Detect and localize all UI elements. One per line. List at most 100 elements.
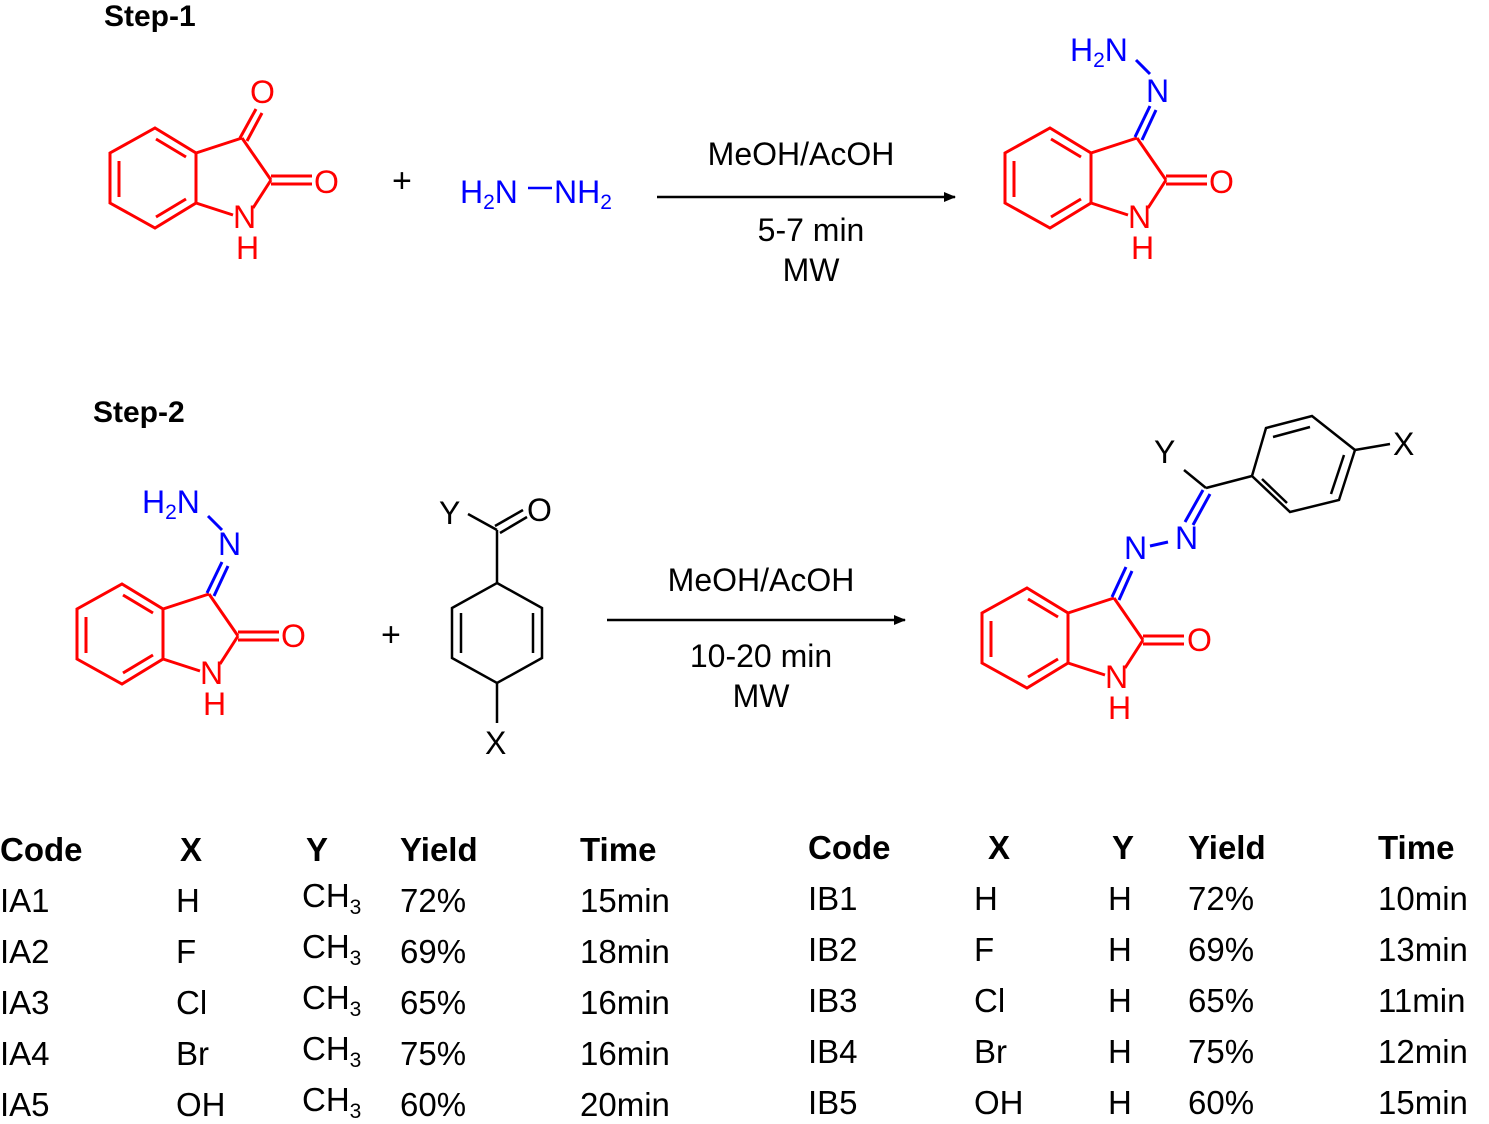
cell-y: CH3 (302, 877, 362, 919)
step2-time: 10-20 min (689, 638, 833, 674)
azine-product-aryl-bonds (1183, 414, 1391, 514)
atom-o-amide-1: O (314, 164, 339, 200)
cell-time: 12min (1378, 1033, 1468, 1070)
aryl-x: X (485, 725, 507, 761)
header-x: X (180, 831, 203, 868)
azine-product-isatin-bonds (980, 586, 1184, 690)
cell-time: 15min (580, 882, 670, 919)
product1-o: O (1209, 164, 1234, 200)
cell-yield: 65% (1188, 982, 1255, 1019)
cell-code: IB5 (808, 1084, 858, 1121)
header-yield: Yield (400, 831, 478, 868)
cell-y: H (1108, 1084, 1132, 1121)
header-x: X (988, 829, 1011, 866)
cell-x: Cl (974, 982, 1006, 1019)
header-y: Y (1112, 829, 1135, 866)
cell-y: CH3 (302, 979, 362, 1021)
atom-o-ketone-1: O (250, 74, 275, 110)
cell-code: IA5 (0, 1086, 50, 1123)
reactant2-o: O (281, 618, 306, 654)
header-code: Code (808, 829, 891, 866)
header-code: Code (0, 831, 83, 868)
cell-x: OH (974, 1084, 1024, 1121)
step2-solvent: MeOH/AcOH (667, 562, 855, 598)
header-y: Y (306, 831, 329, 868)
product2-y: Y (1154, 434, 1176, 470)
cell-code: IA4 (0, 1035, 50, 1072)
cell-x: H (176, 882, 200, 919)
cell-y: H (1108, 1033, 1132, 1070)
cell-code: IA3 (0, 984, 50, 1021)
header-time: Time (580, 831, 657, 868)
reactant2-h: H (203, 686, 227, 722)
aryl-o: O (527, 492, 552, 528)
reactant2-n: N (218, 526, 242, 562)
cell-code: IB1 (808, 880, 858, 917)
table-row: IB2 F H 69% 13min (808, 918, 1489, 969)
step1-mw: MW (782, 252, 840, 288)
cell-y: CH3 (302, 1030, 362, 1072)
cell-time: 11min (1378, 982, 1466, 1019)
product1-n-ring: N (1128, 199, 1152, 235)
aryl-y: Y (439, 495, 461, 531)
product2-x: X (1393, 426, 1415, 462)
isatin-step1-bonds (108, 108, 312, 230)
product2-o: O (1187, 622, 1212, 658)
atom-h-1: H (236, 230, 260, 266)
product1-h: H (1131, 230, 1155, 266)
cell-code: IA2 (0, 933, 50, 970)
header-yield: Yield (1188, 829, 1266, 866)
cell-x: Br (974, 1033, 1007, 1070)
product2-n-imine: N (1175, 520, 1199, 556)
cell-time: 10min (1378, 880, 1468, 917)
table-header-row: Code X Y Yield Time (808, 815, 1489, 867)
cell-time: 16min (580, 984, 670, 1021)
product2-n-ring: N (1105, 659, 1129, 695)
table-row: IB3 Cl H 65% 11min (808, 969, 1489, 1020)
table-row: IA3 Cl CH3 65% 16min (0, 971, 690, 1022)
cell-y: H (1108, 982, 1132, 1019)
atom-n-1: N (233, 199, 257, 235)
hydrazone-product-step1-bonds (1003, 126, 1207, 230)
cell-code: IB2 (808, 931, 858, 968)
table-row: IB1 H H 72% 10min (808, 867, 1489, 918)
product1-h2n: H2N (1070, 32, 1128, 72)
cell-yield: 65% (400, 984, 467, 1021)
cell-x: H (974, 880, 998, 917)
cell-x: Br (176, 1035, 209, 1072)
cell-x: OH (176, 1086, 226, 1123)
hydrazone-bonds-step2 (205, 514, 230, 597)
cell-yield: 75% (1188, 1033, 1255, 1070)
cell-yield: 69% (400, 933, 467, 970)
cell-x: F (974, 931, 995, 968)
step1-solvent: MeOH/AcOH (707, 136, 895, 172)
cell-time: 13min (1378, 931, 1468, 968)
cell-x: Cl (176, 984, 208, 1021)
cell-y: H (1108, 880, 1132, 917)
cell-yield: 60% (400, 1086, 467, 1123)
cell-yield: 72% (1188, 880, 1255, 917)
cell-code: IB3 (808, 982, 858, 1019)
azine-product-n-bonds (1110, 489, 1212, 601)
aryl-carbonyl-bonds (450, 508, 544, 723)
cell-time: 18min (580, 933, 670, 970)
cell-yield: 69% (1188, 931, 1255, 968)
plus-sign-step1: + (392, 162, 412, 200)
plus-sign-step2: + (381, 616, 401, 654)
hydrazone-reactant-step2-bonds (75, 582, 279, 686)
cell-y: CH3 (302, 928, 362, 970)
reactant2-n-ring: N (200, 655, 224, 691)
cell-yield: 72% (400, 882, 467, 919)
step2-mw: MW (732, 678, 790, 714)
cell-y: H (1108, 931, 1132, 968)
step2-title: Step-2 (93, 396, 185, 429)
header-time: Time (1378, 829, 1455, 866)
hydrazine-right: NH2 (554, 174, 612, 214)
